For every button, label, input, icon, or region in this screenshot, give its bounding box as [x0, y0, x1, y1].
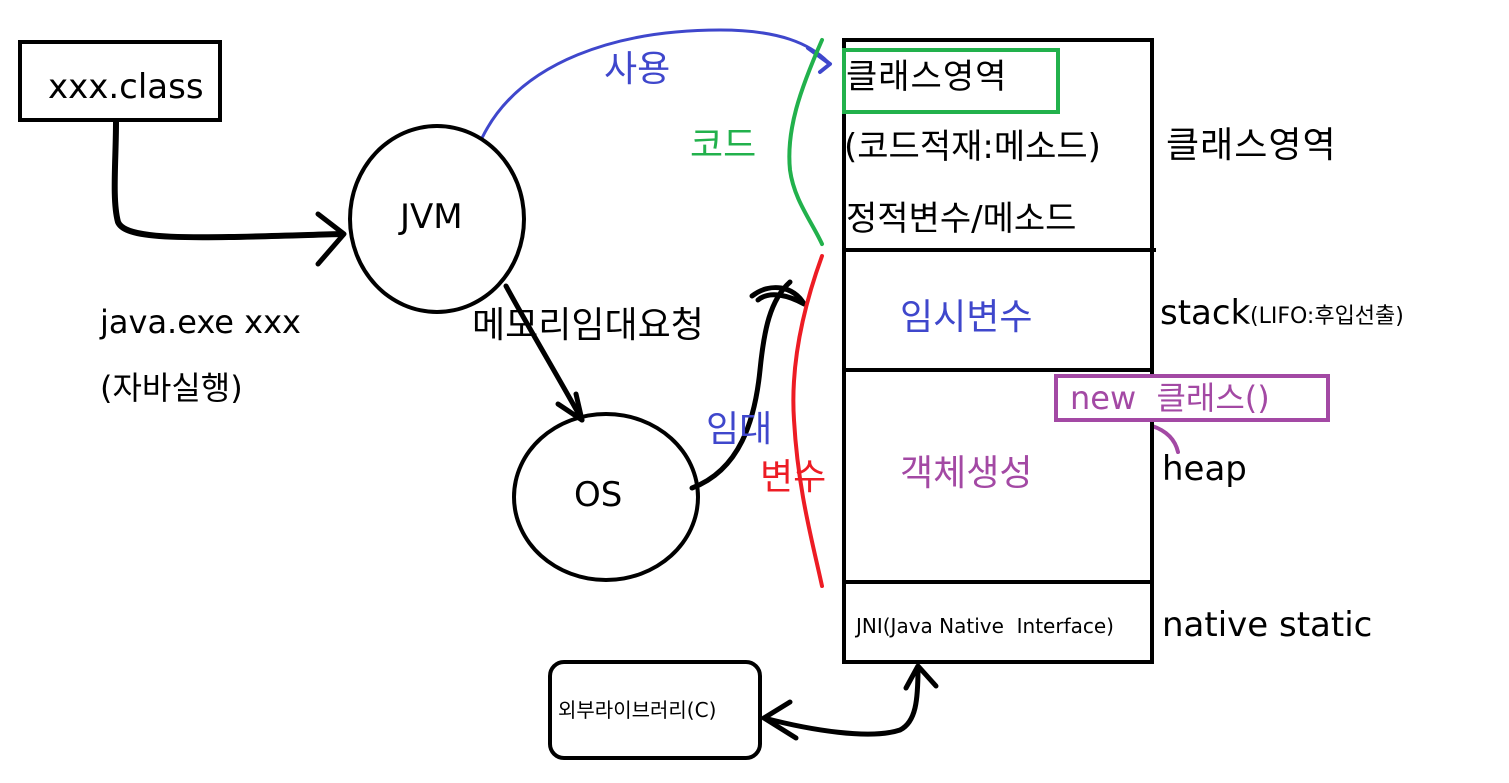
memory-column [842, 38, 1154, 664]
os-to-memory-arrowhead [749, 285, 807, 307]
variable-label: 변수 [760, 457, 827, 498]
lease-label: 임대 [706, 409, 773, 450]
class-area-side-label: 클래스영역 [1166, 125, 1337, 166]
class-to-jvm-arrowhead [315, 211, 347, 267]
divider-heap-native [842, 580, 1154, 584]
os-to-memory-arrow [689, 279, 793, 491]
use-label: 사용 [604, 49, 671, 90]
os-label: OS [574, 475, 623, 515]
os-circle [512, 412, 700, 582]
stack-content: 임시변수 [900, 297, 1033, 338]
class-file-label: xxx.class [48, 67, 204, 107]
new-class-box [1054, 374, 1330, 422]
class-area-title: 클래스영역 [846, 57, 1008, 97]
jvm-to-os-arrow [503, 283, 585, 423]
lib-arrowhead [761, 699, 799, 741]
divider-stack-heap [842, 368, 1154, 372]
class-area-static: 정적변수/메소드 [846, 199, 1077, 239]
native-side-label: native static [1162, 605, 1373, 645]
jvm-label: JVM [400, 197, 463, 237]
code-label: 코드 [690, 125, 757, 166]
class-area-code-load: (코드적재:메소드) [844, 127, 1101, 167]
class-to-jvm-arrow [111, 119, 345, 241]
external-library-box [548, 660, 762, 760]
jvm-circle [348, 124, 526, 314]
class-area-highlight-box [842, 48, 1060, 114]
new-class-expression: new 클래스() [1070, 379, 1270, 417]
heap-content: 객체생성 [900, 453, 1033, 494]
divider-class-stack [842, 248, 1156, 252]
class-file-box [18, 40, 222, 122]
run-command: java.exe xxx [100, 303, 301, 341]
use-arrow [480, 28, 830, 140]
code-bracket [787, 38, 824, 246]
external-library-label: 외부라이브러리(C) [558, 698, 717, 722]
jni-label: JNI(Java Native Interface) [856, 614, 1114, 638]
heap-side-label: heap [1162, 449, 1247, 489]
memory-request-label: 메모리임대요청 [472, 305, 704, 346]
run-note: (자바실행) [100, 369, 243, 407]
variable-bracket [791, 254, 824, 588]
stack-side-label: stack [1160, 293, 1251, 333]
lib-jni-arrow [761, 665, 921, 737]
stack-side-note: (LIFO:후입선출) [1250, 304, 1404, 329]
jni-arrowhead [903, 663, 939, 691]
